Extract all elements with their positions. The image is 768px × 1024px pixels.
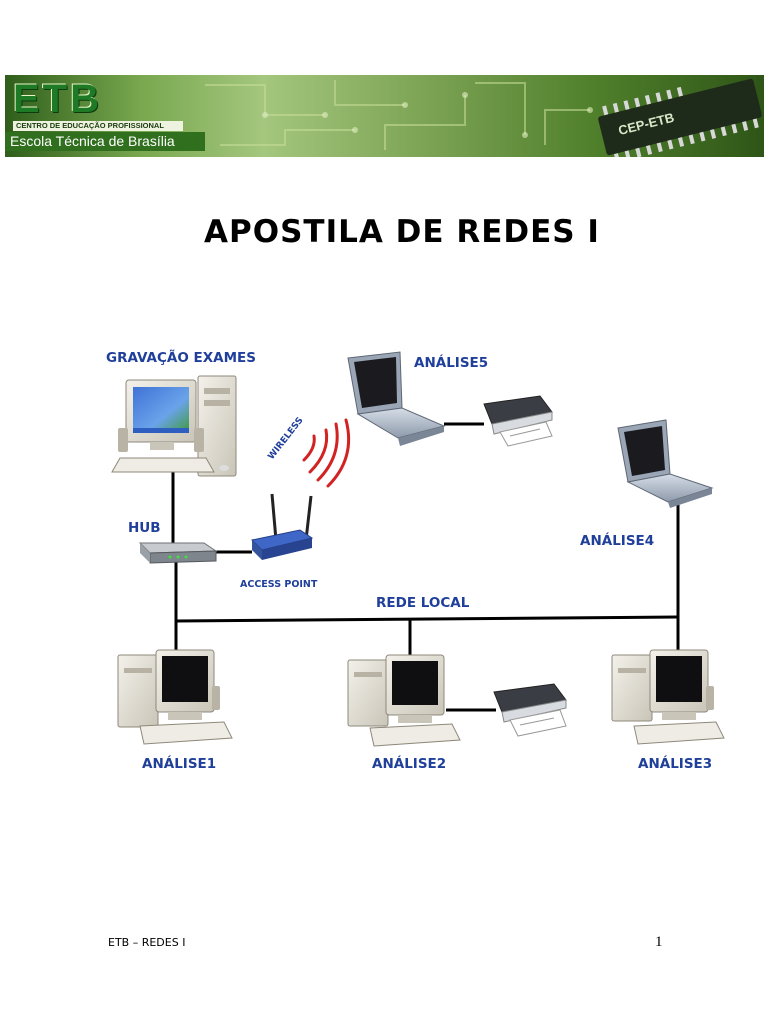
laptop-icon bbox=[617, 419, 714, 508]
chip-icon: CEP-ETB bbox=[598, 78, 762, 157]
subtitle-strip bbox=[13, 121, 183, 131]
printer-icon bbox=[493, 683, 567, 737]
access-point-icon bbox=[250, 493, 314, 560]
school-strip bbox=[5, 132, 205, 151]
label-analise1: ANÁLISE1 bbox=[142, 755, 216, 772]
logo-subtitle: CENTRO DE EDUCAÇÃO PROFISSIONAL bbox=[16, 121, 164, 130]
cable-rede-local bbox=[175, 615, 679, 623]
wireless-waves-icon bbox=[302, 418, 351, 488]
desktop-computer-icon bbox=[611, 649, 725, 745]
etb-logo: ETB bbox=[13, 77, 102, 121]
label-wireless: WIRELESS bbox=[266, 416, 305, 462]
label-hub: HUB bbox=[128, 520, 161, 536]
document-title: APOSTILA DE REDES I bbox=[204, 214, 600, 250]
laptop-icon bbox=[347, 351, 446, 446]
label-analise4: ANÁLISE4 bbox=[580, 532, 654, 549]
circuit-board-background: CEP-ETB bbox=[205, 78, 762, 157]
page-number: 1 bbox=[655, 934, 663, 950]
header-banner: CEP-ETB ETB CENTRO DE EDUCAÇÃO PROFISSIO… bbox=[5, 75, 764, 157]
desktop-computer-icon bbox=[117, 649, 233, 745]
label-gravacao-exames: GRAVAÇÃO EXAMES bbox=[106, 349, 256, 366]
label-analise3: ANÁLISE3 bbox=[638, 755, 712, 772]
label-rede-local: REDE LOCAL bbox=[376, 595, 470, 611]
label-analise2: ANÁLISE2 bbox=[372, 755, 446, 772]
hub-icon bbox=[138, 542, 218, 564]
school-name: Escola Técnica de Brasília bbox=[10, 133, 175, 149]
desktop-computer-icon bbox=[347, 654, 461, 747]
footer-left: ETB – REDES I bbox=[108, 936, 186, 949]
printer-icon bbox=[483, 395, 553, 447]
label-access-point: ACCESS POINT bbox=[240, 579, 318, 590]
label-analise5: ANÁLISE5 bbox=[414, 354, 488, 371]
desktop-computer-icon bbox=[111, 375, 237, 477]
